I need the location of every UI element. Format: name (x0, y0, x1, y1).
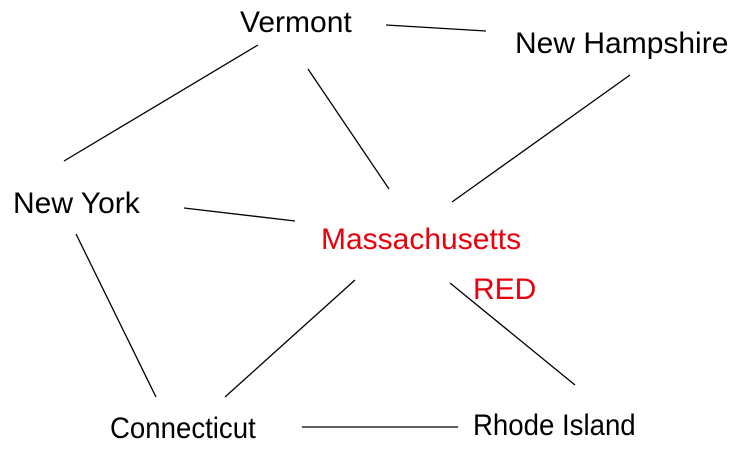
edge-massachusetts-connecticut (224, 279, 356, 398)
edge-massachusetts-rhode-island (449, 282, 576, 386)
node-new-hampshire: New Hampshire (515, 27, 729, 60)
edge-new-hampshire-massachusetts (451, 74, 631, 203)
edge-vermont-massachusetts (307, 68, 390, 190)
node-massachusetts: Massachusetts (321, 223, 522, 256)
edge-new-york-massachusetts (183, 207, 296, 222)
node-new-york: New York (13, 187, 140, 220)
node-vermont: Vermont (240, 6, 352, 39)
edge-vermont-new-york (63, 44, 259, 162)
edge-vermont-new-hampshire (385, 24, 487, 32)
edge-new-york-connecticut (75, 233, 157, 398)
node-connecticut: Connecticut (110, 412, 256, 445)
annotation-red: RED (473, 273, 537, 306)
node-rhode-island: Rhode Island (473, 409, 636, 442)
